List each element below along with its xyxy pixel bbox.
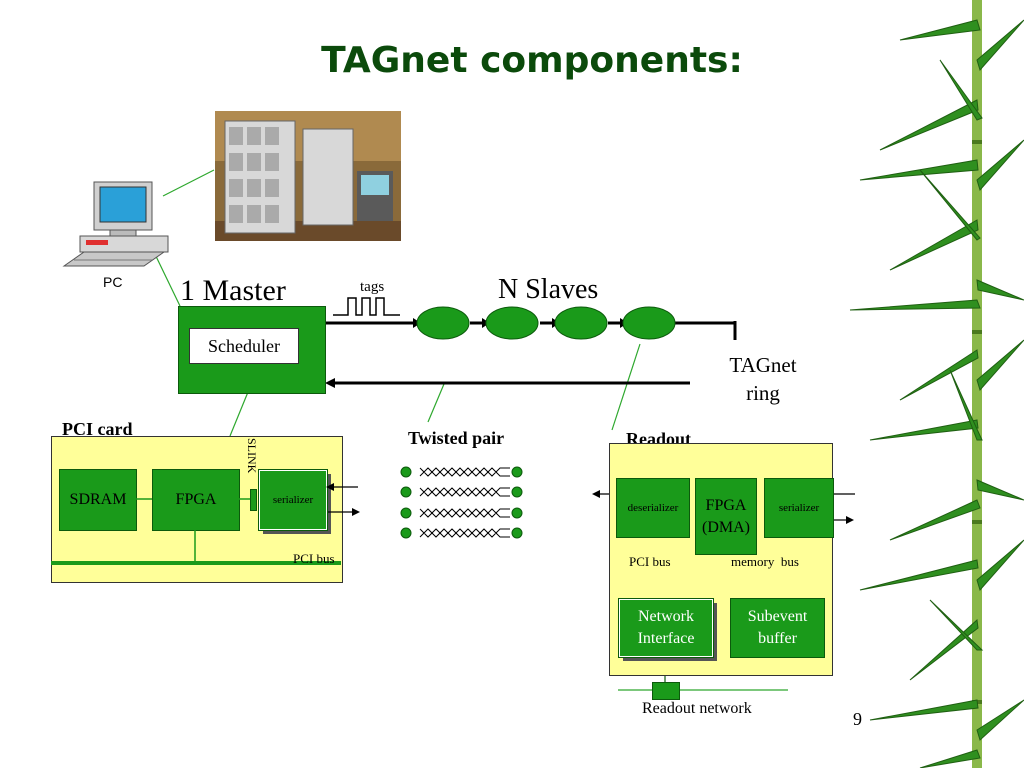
slink-label: SLINK [245, 438, 259, 474]
pc-icon [62, 181, 169, 267]
slide-title: TAGnet components: [321, 40, 743, 81]
master-label: 1 Master [180, 274, 286, 307]
pci-bus-label: PCI bus [293, 551, 335, 566]
slaves-label: N Slaves [498, 274, 599, 305]
readout-pci-bus-label: PCI bus [629, 554, 671, 569]
readout-network-label: Readout network [642, 700, 752, 717]
slave-node [554, 306, 608, 340]
pci-serializer-box: serializer [258, 469, 328, 531]
memory-bus-label: memory bus [731, 554, 799, 569]
pci-card-label: PCI card [62, 419, 133, 439]
readout-fpga-box: FPGA(DMA) [695, 478, 757, 555]
slave-node [416, 306, 470, 340]
tags-label: tags [360, 279, 385, 295]
slave-node [622, 306, 676, 340]
slave-node [485, 306, 539, 340]
twisted-pair-cables [400, 466, 523, 539]
slink-connector [250, 489, 257, 511]
readout-serializer-box: serializer [764, 478, 834, 538]
twisted-pair-label: Twisted pair [408, 428, 505, 448]
readout-network-connector [652, 682, 680, 700]
deserializer-box: deserializer [616, 478, 690, 538]
tags-waveform [333, 297, 400, 316]
pc-label: PC [103, 274, 123, 290]
scheduler-box: Scheduler [189, 328, 299, 364]
page-number: 9 [853, 709, 862, 729]
pci-fpga-box: FPGA [152, 469, 240, 531]
sdram-box: SDRAM [59, 469, 137, 531]
lab-photo [215, 111, 401, 241]
bamboo-decoration [849, 0, 1024, 768]
